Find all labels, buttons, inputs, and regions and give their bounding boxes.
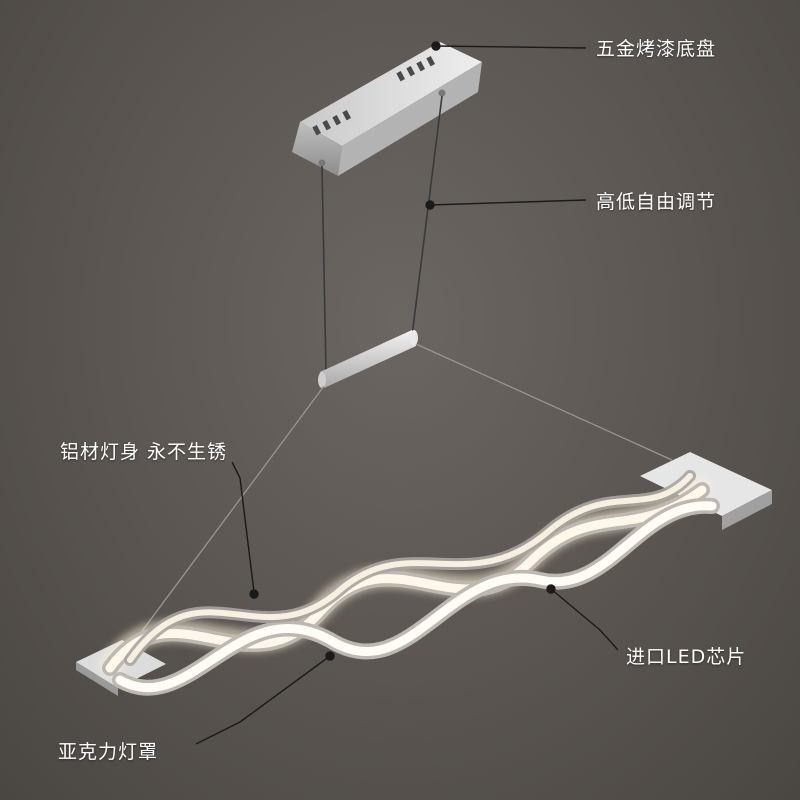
height-adjuster-tube: [318, 330, 418, 388]
label-height-adjust: 高低自由调节: [596, 191, 717, 213]
support-wires: [127, 343, 673, 651]
label-aluminum-body: 铝材灯身 永不生锈: [60, 441, 228, 463]
suspension-cables: [321, 95, 443, 373]
label-base: 五金烤漆底盘: [596, 38, 717, 60]
annotation-leaders: [195, 41, 619, 745]
acrylic-wave-shades: [99, 470, 720, 696]
label-acrylic-shade: 亚克力灯罩: [58, 741, 159, 763]
label-led-chip: 进口LED芯片: [626, 646, 747, 668]
ceiling-canopy: [292, 42, 482, 176]
